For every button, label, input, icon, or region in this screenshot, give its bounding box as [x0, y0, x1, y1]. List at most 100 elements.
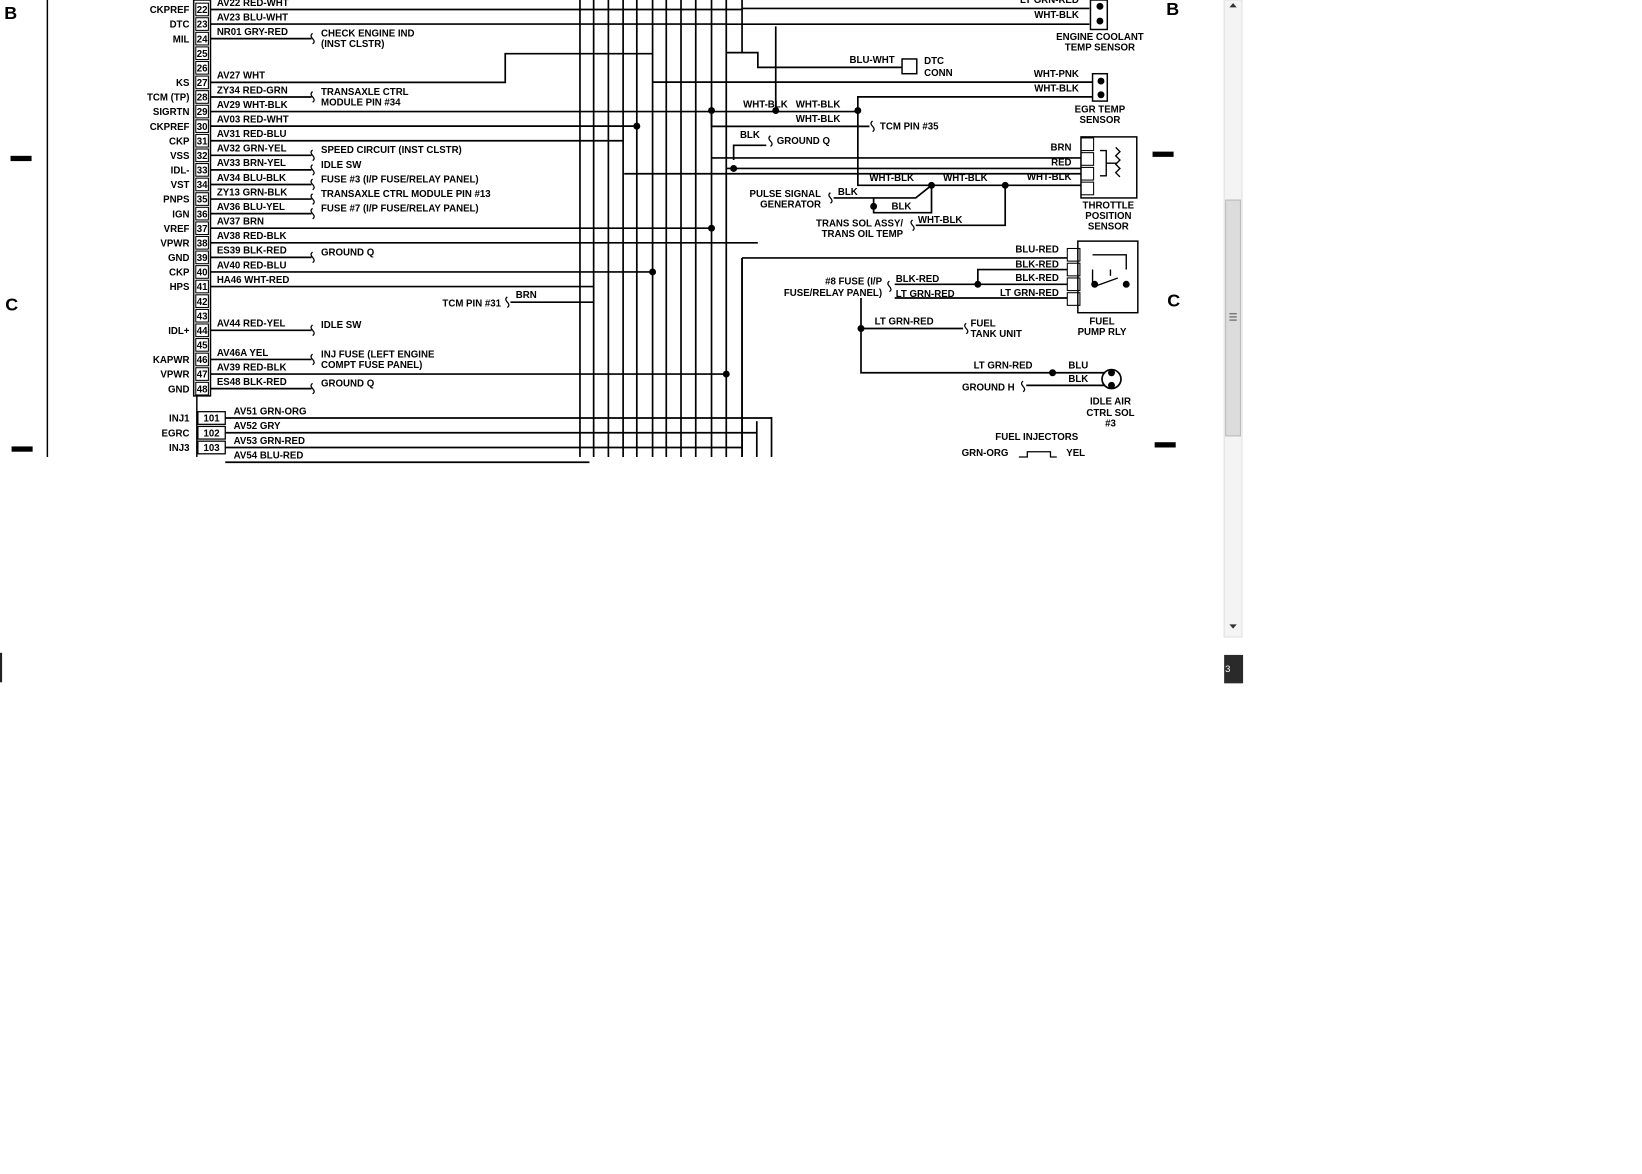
wire-label: LT GRN-RED: [974, 361, 1033, 372]
pin-number: 23: [197, 20, 208, 31]
pin-number: 103: [203, 443, 220, 454]
pin-number: 33: [197, 166, 208, 177]
wire-label: AV29 WHT-BLK: [217, 100, 288, 111]
pin-number: 38: [197, 238, 208, 249]
connector-squiggle-icon: [310, 324, 315, 337]
grid-marker-c-right: C: [1167, 290, 1180, 310]
pin-function: KS: [176, 78, 190, 89]
fuel-tank-unit-label: FUEL: [970, 318, 995, 329]
pin-box: [195, 250, 209, 265]
pulse-signal-generator-label: PULSE SIGNAL: [750, 189, 822, 200]
pin-function: TCM (TP): [147, 93, 189, 104]
wire-label: AV44 RED-YEL: [217, 319, 286, 330]
wire-label: ZY13 GRN-BLK: [217, 187, 287, 198]
pin-box: [195, 17, 209, 31]
pin-box: [195, 338, 209, 352]
taskbar-item[interactable]: 3: [1224, 654, 1244, 684]
grid-dash: [11, 446, 33, 452]
pin-box: [195, 294, 209, 308]
pin-number: 35: [197, 195, 208, 206]
wire-label: YEL: [1066, 448, 1085, 459]
splice-dot: [974, 280, 982, 288]
pin-function: VST: [171, 180, 190, 191]
relay-switch-icon: [1091, 254, 1127, 288]
scrollbar-thumb[interactable]: [1225, 199, 1241, 437]
wire-label: AV22 RED-WHT: [217, 0, 289, 9]
connector-squiggle-icon: [310, 382, 315, 395]
wire: [210, 52, 653, 84]
pin-function: GND: [168, 253, 190, 264]
wire-label: BLK: [838, 187, 858, 198]
pin-destination: IDLE SW: [321, 320, 362, 331]
wire: [1018, 451, 1057, 458]
pin-function: VSS: [170, 151, 190, 162]
wire-label: AV52 GRY: [234, 421, 281, 432]
wiring-diagram: [10, 0, 1176, 464]
grid-marker-b-left: B: [4, 3, 17, 23]
fuel-pump-relay-label: FUEL: [1089, 316, 1114, 327]
pin-number: 26: [197, 63, 208, 74]
connector-squiggle-icon: [910, 219, 915, 232]
pin-box: [195, 75, 209, 90]
wire-label: AV31 RED-BLU: [217, 129, 287, 140]
pin-box: [195, 235, 209, 250]
pin-destination: FUSE #7 (I/P FUSE/RELAY PANEL): [321, 204, 479, 215]
dtc-conn-label: DTC: [924, 56, 944, 67]
splice-dot: [870, 202, 878, 210]
connector-squiggle-icon: [310, 178, 315, 191]
connector-squiggle-icon: [310, 32, 315, 45]
pin-box: [195, 31, 209, 46]
wire-label: BLK-RED: [1015, 259, 1059, 270]
wire-label: WHT-BLK: [869, 173, 914, 184]
pin-box: [195, 60, 209, 75]
pin-box: [195, 104, 209, 119]
wire-label: BLK: [892, 202, 912, 213]
potentiometer-icon: [1099, 146, 1121, 178]
connector-squiggle-icon: [310, 207, 315, 220]
pulse-signal-generator-label: GENERATOR: [760, 199, 821, 210]
splice-dot: [1122, 280, 1130, 288]
pin-box: [195, 192, 209, 206]
pin-number: 101: [203, 414, 220, 425]
fuel-tank-unit-label: TANK UNIT: [970, 329, 1021, 340]
splice-dot: [708, 107, 716, 115]
splice-dot: [722, 370, 730, 378]
pin-destination: CHECK ENGINE IND: [321, 29, 415, 40]
taskbar-item-label: 3: [1225, 664, 1230, 675]
pin-number: 102: [203, 428, 219, 439]
pin-number: 47: [197, 370, 208, 381]
tcm-pin-35-label: TCM PIN #35: [880, 122, 939, 133]
scroll-up-arrow-icon[interactable]: [1229, 3, 1237, 8]
pin-number: 27: [197, 78, 208, 89]
wire-label: BLU: [1068, 361, 1088, 372]
wire: [710, 110, 870, 128]
pin-function: INJ3: [169, 443, 190, 454]
grid-dash: [1152, 151, 1174, 157]
wire-label: HA46 WHT-RED: [217, 275, 290, 286]
splice-dot: [1097, 91, 1105, 99]
wire-label: ES39 BLK-RED: [217, 246, 287, 257]
wire-label: LT GRN-RED: [896, 289, 955, 300]
connector-squiggle-icon: [828, 192, 833, 204]
wire-label: AV32 GRN-YEL: [217, 144, 287, 155]
fuel-injectors-label: FUEL INJECTORS: [995, 432, 1078, 443]
connector-squiggle-icon: [964, 322, 969, 335]
pin-number: 28: [197, 93, 208, 104]
left-edge-marker: [0, 652, 3, 683]
pin-function: KAPWR: [153, 355, 190, 366]
vertical-scrollbar[interactable]: [1223, 0, 1243, 638]
pin-box: [195, 221, 209, 236]
pin-function: CKPREF: [150, 5, 190, 16]
splice-dot: [1091, 280, 1099, 288]
wire-label: WHT-BLK: [1034, 84, 1079, 95]
dtc-connector: [901, 58, 918, 75]
pin-number: 34: [197, 180, 208, 191]
splice-dot: [1108, 369, 1115, 377]
scroll-down-arrow-icon[interactable]: [1229, 624, 1237, 629]
pin-box: [195, 46, 209, 61]
pin-destination: GROUND Q: [321, 247, 375, 258]
wire: [856, 96, 1093, 111]
pcm-connector-c1: [192, 0, 212, 397]
trans-sol-assy-label: TRANS OIL TEMP: [822, 229, 904, 240]
